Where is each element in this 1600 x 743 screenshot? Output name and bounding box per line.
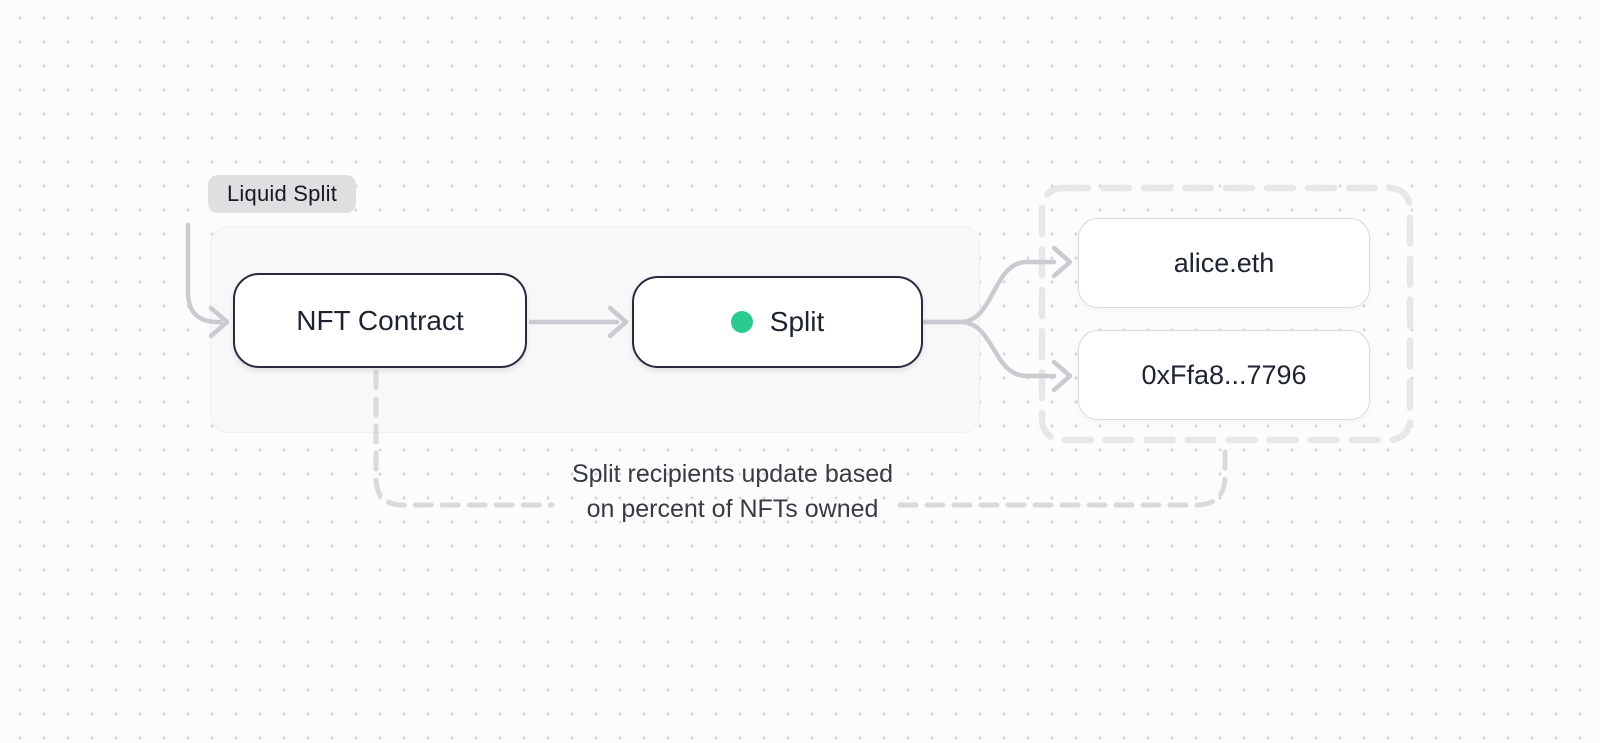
node-recipient-address[interactable]: 0xFfa8...7796 (1078, 330, 1370, 420)
split-to-recipient2-arrowhead-icon (1051, 359, 1073, 393)
node-nft-contract[interactable]: NFT Contract (233, 273, 527, 368)
feedback-edge-caption-line2: on percent of NFTs owned (586, 495, 879, 523)
feedback-dashed-edge-right (897, 443, 1228, 508)
node-nft-contract-label: NFT Contract (296, 304, 464, 336)
group-label-liquid-split: Liquid Split (208, 175, 357, 213)
node-split-label: Split (769, 306, 825, 337)
feedback-edge-caption-line1: Split recipients update based (571, 460, 894, 488)
split-to-recipient1-arrowhead-icon (1051, 245, 1073, 279)
node-split[interactable]: Split (632, 276, 923, 368)
node-recipient-address-label: 0xFfa8...7796 (1141, 359, 1307, 390)
node-recipient-alice-label: alice.eth (1173, 247, 1275, 278)
green-status-dot-icon (730, 311, 753, 333)
node-recipient-alice[interactable]: alice.eth (1078, 218, 1370, 308)
feedback-edge-caption: Split recipients update based on percent… (520, 457, 945, 527)
